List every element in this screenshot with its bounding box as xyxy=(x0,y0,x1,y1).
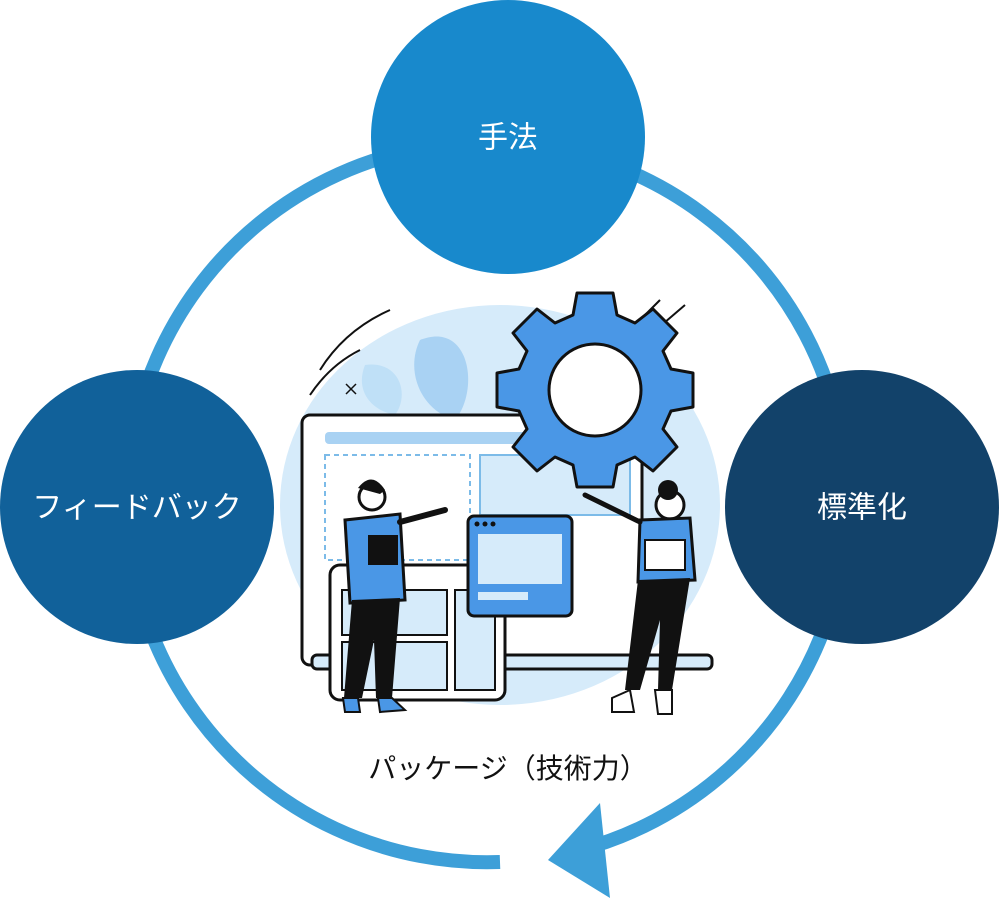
center-caption: パッケージ（技術力） xyxy=(368,752,647,785)
browser-content xyxy=(478,534,562,584)
node-standardization-circle xyxy=(725,370,999,644)
node-standardization-label: 標準化 xyxy=(817,491,907,526)
team-illustration xyxy=(280,291,720,715)
gear-icon xyxy=(495,291,695,489)
cycle-arrowhead-icon xyxy=(548,803,610,898)
node-method-circle xyxy=(371,0,645,274)
woman-figure xyxy=(582,480,697,715)
node-feedback: フィードバック xyxy=(0,370,274,644)
browser-line xyxy=(478,592,528,600)
node-method-label: 手法 xyxy=(478,121,538,156)
leaf-shape xyxy=(414,336,469,420)
leaf-shape xyxy=(361,364,402,415)
monitor-panel xyxy=(324,454,471,561)
node-feedback-circle xyxy=(0,370,274,644)
node-method: 手法 xyxy=(371,0,645,274)
node-feedback-label: フィードバック xyxy=(32,491,241,526)
man-figure xyxy=(341,479,448,714)
sparkle-icon xyxy=(345,383,357,395)
node-standardization: 標準化 xyxy=(725,370,999,644)
